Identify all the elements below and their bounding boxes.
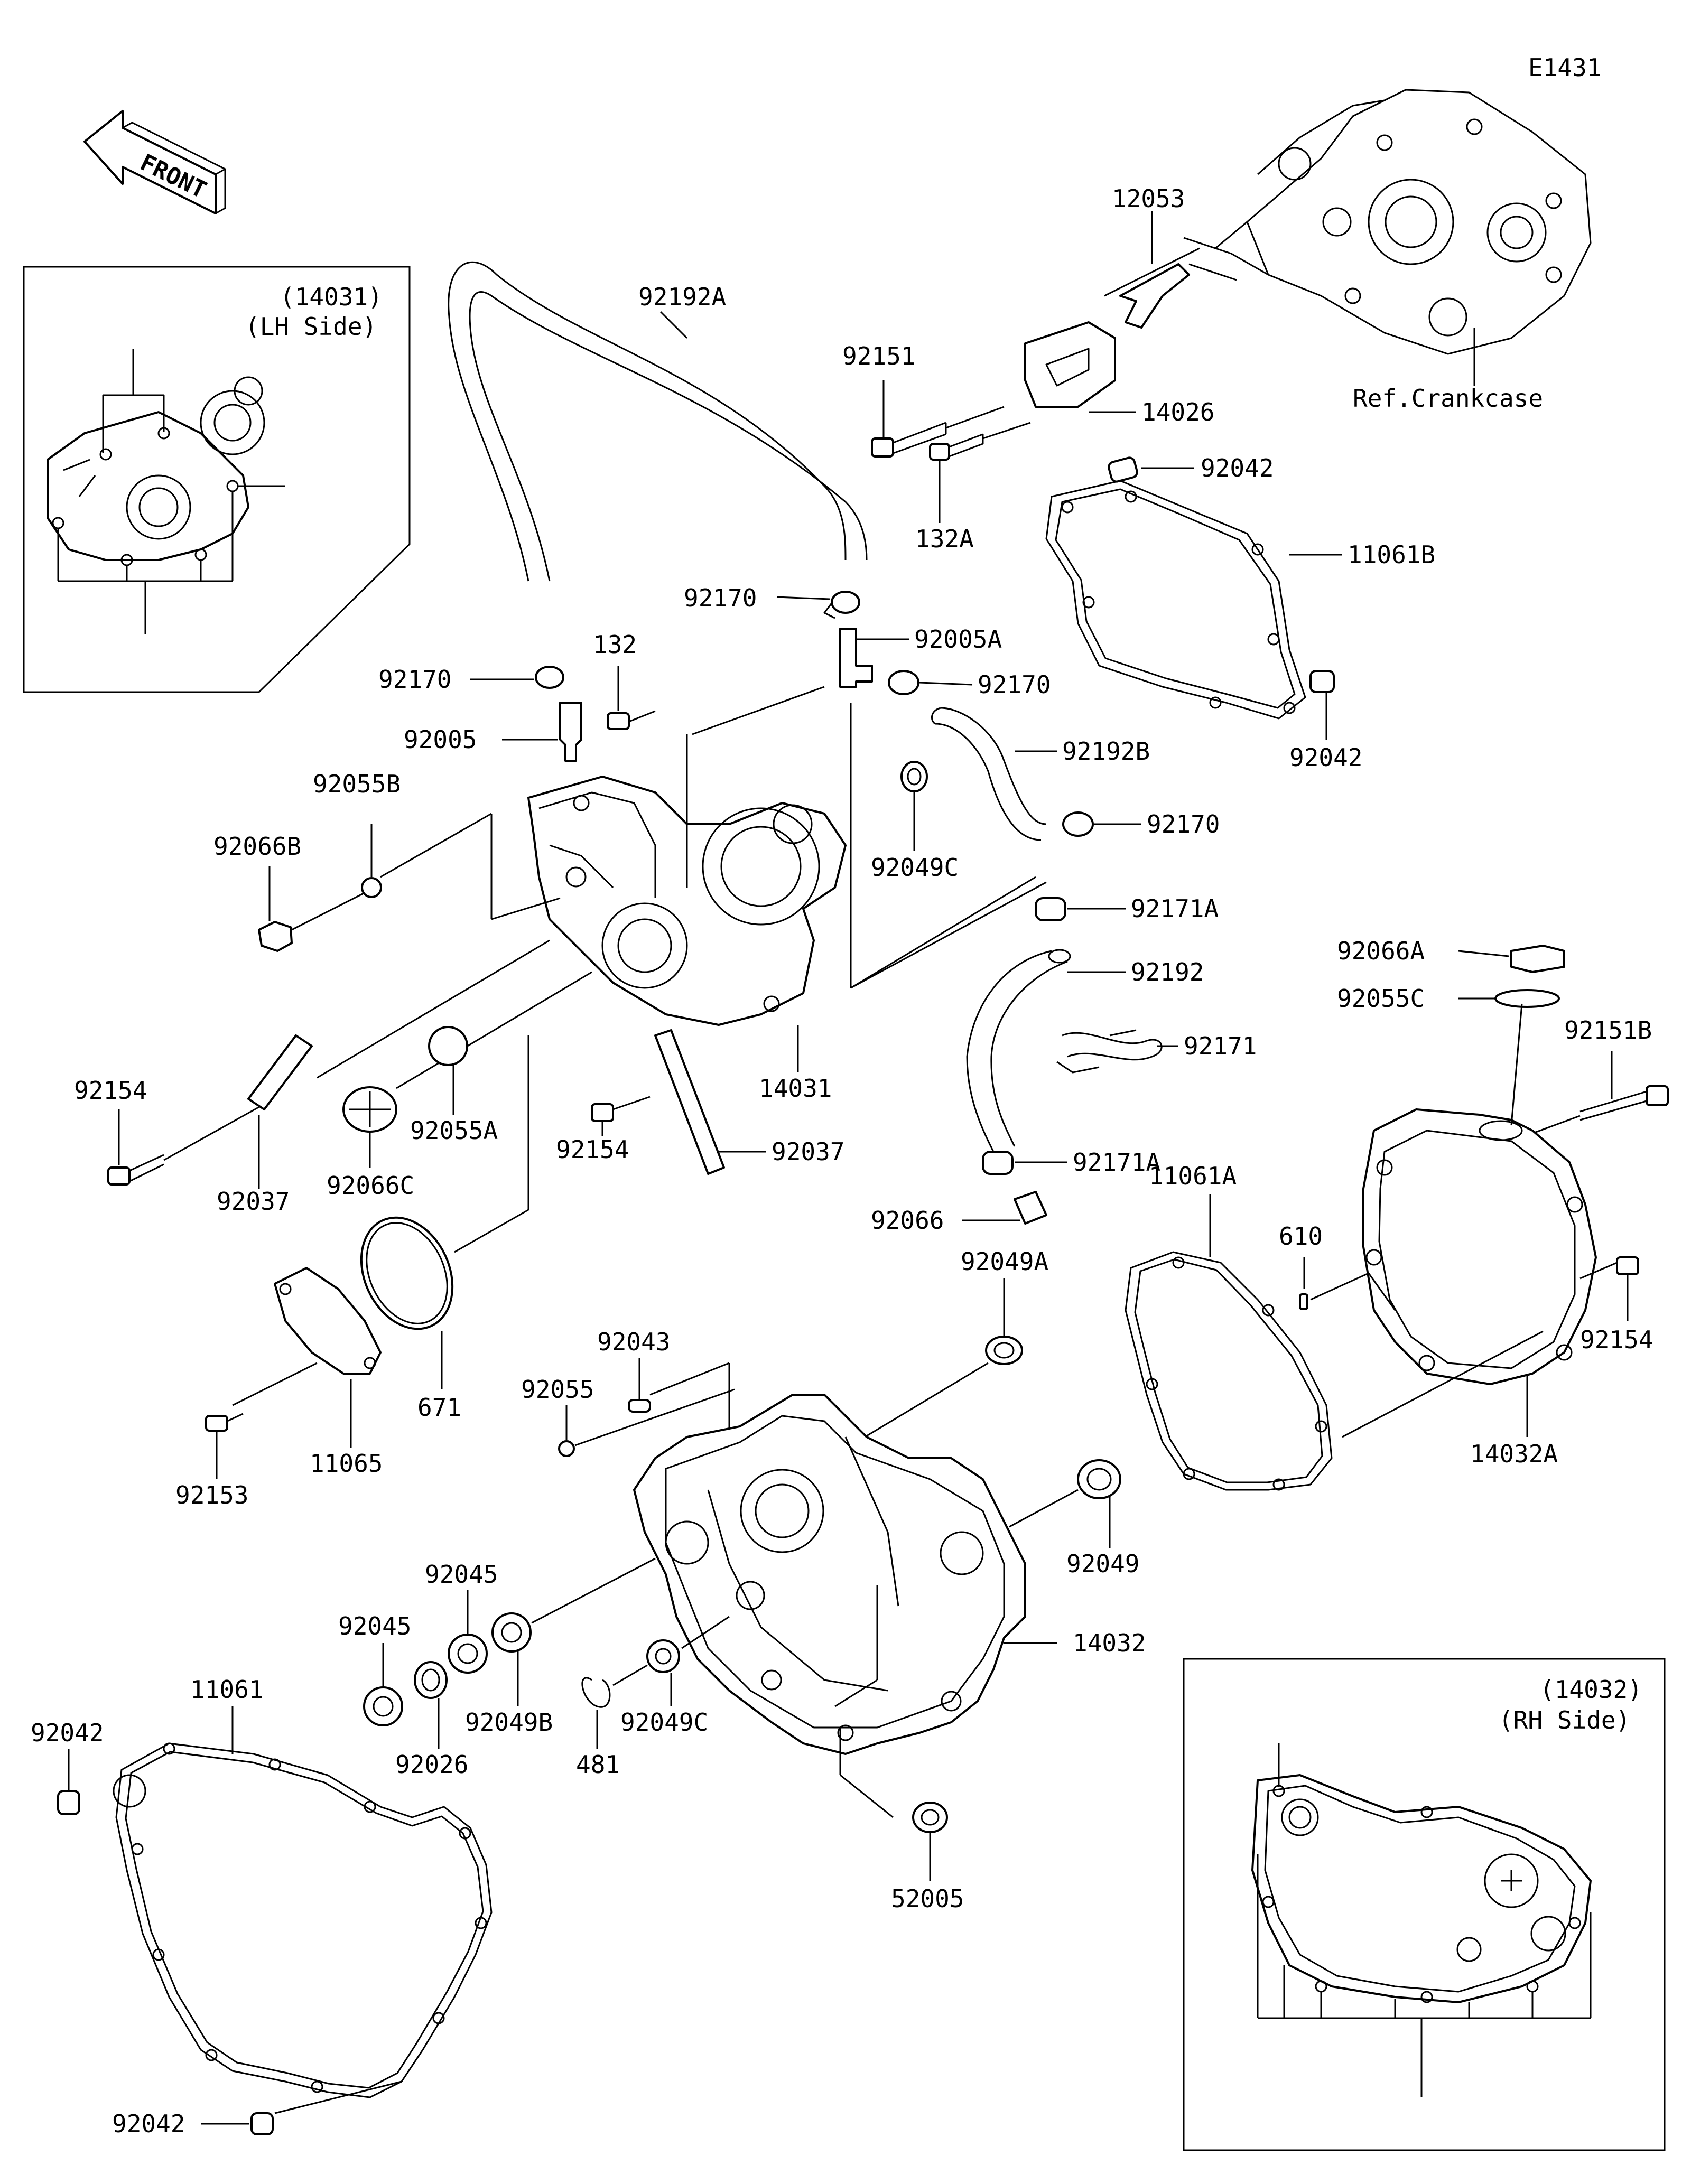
part-92043: 92043: [597, 1328, 670, 1356]
part-92170-b: 92170: [378, 665, 451, 694]
part-92066C: 92066C: [327, 1171, 414, 1200]
part-92171A-a: 92171A: [1131, 894, 1219, 923]
part-14031: 14031: [759, 1074, 832, 1103]
part-92066: 92066: [871, 1206, 944, 1235]
rh-inset-side: (RH Side): [1499, 1706, 1630, 1734]
part-92049C-b: 92049C: [620, 1708, 708, 1737]
part-14032A: 14032A: [1470, 1440, 1558, 1468]
part-92154-b: 92154: [556, 1135, 629, 1164]
part-92153: 92153: [175, 1481, 248, 1509]
part-14032: 14032: [1073, 1629, 1146, 1657]
part-92005A: 92005A: [914, 625, 1002, 654]
part-92055B: 92055B: [313, 770, 401, 798]
part-92151B: 92151B: [1564, 1016, 1652, 1044]
part-610: 610: [1279, 1222, 1323, 1250]
part-92026: 92026: [395, 1750, 468, 1779]
front-arrow-icon: FRONT: [83, 110, 226, 214]
part-92037-b: 92037: [772, 1137, 844, 1166]
part-52005: 52005: [891, 1884, 964, 1913]
part-92049A: 92049A: [961, 1247, 1048, 1276]
part-92192B: 92192B: [1062, 737, 1150, 766]
part-92042-top: 92042: [1201, 454, 1274, 482]
crankcase-illustration: [1183, 89, 1592, 355]
part-92042-bottom: 92042: [112, 2110, 185, 2138]
part-92170-c: 92170: [978, 670, 1051, 699]
part-92066B: 92066B: [213, 832, 301, 861]
lh-inset-side: (LH Side): [245, 312, 377, 341]
part-92154-c: 92154: [1580, 1326, 1653, 1354]
part-92171A-b: 92171A: [1073, 1148, 1160, 1177]
part-14026: 14026: [1141, 398, 1214, 426]
part-671: 671: [417, 1393, 461, 1422]
part-92042-left: 92042: [31, 1719, 104, 1747]
part-92055: 92055: [521, 1375, 594, 1404]
part-11061: 11061: [190, 1675, 263, 1704]
lh-side-inset: (14031) (LH Side): [23, 266, 411, 693]
part-92049: 92049: [1066, 1550, 1139, 1578]
part-11065: 11065: [310, 1449, 383, 1478]
part-92154-a: 92154: [74, 1076, 147, 1105]
part-92042-mid: 92042: [1289, 743, 1362, 772]
part-92049C-a: 92049C: [871, 853, 959, 882]
part-11061B: 11061B: [1348, 540, 1435, 569]
part-11061A: 11061A: [1149, 1162, 1237, 1190]
part-92171: 92171: [1184, 1032, 1257, 1060]
part-132A: 132A: [915, 525, 974, 553]
part-92005: 92005: [404, 725, 477, 754]
rh-inset-part-no: (14032): [1540, 1675, 1642, 1704]
part-92055A: 92055A: [410, 1116, 498, 1145]
part-92055C: 92055C: [1337, 984, 1425, 1013]
part-92192A: 92192A: [638, 283, 726, 311]
diagram-code: E1431: [1528, 53, 1601, 82]
part-481: 481: [576, 1750, 620, 1779]
part-92151: 92151: [842, 342, 915, 370]
ref-crankcase-label: Ref.Crankcase: [1353, 384, 1543, 413]
rh-side-inset: (14032) (RH Side): [1183, 1658, 1666, 2151]
part-92045-b: 92045: [338, 1612, 411, 1640]
part-132: 132: [593, 630, 637, 659]
part-92049B: 92049B: [465, 1708, 553, 1737]
part-92170-a: 92170: [684, 584, 757, 612]
lh-inset-part-no: (14031): [280, 283, 383, 311]
part-92066A: 92066A: [1337, 937, 1425, 965]
part-12053: 12053: [1112, 184, 1185, 213]
part-92170-d: 92170: [1147, 810, 1220, 838]
part-92037-a: 92037: [217, 1187, 290, 1216]
part-92192: 92192: [1131, 958, 1204, 986]
part-92045-a: 92045: [425, 1560, 498, 1589]
